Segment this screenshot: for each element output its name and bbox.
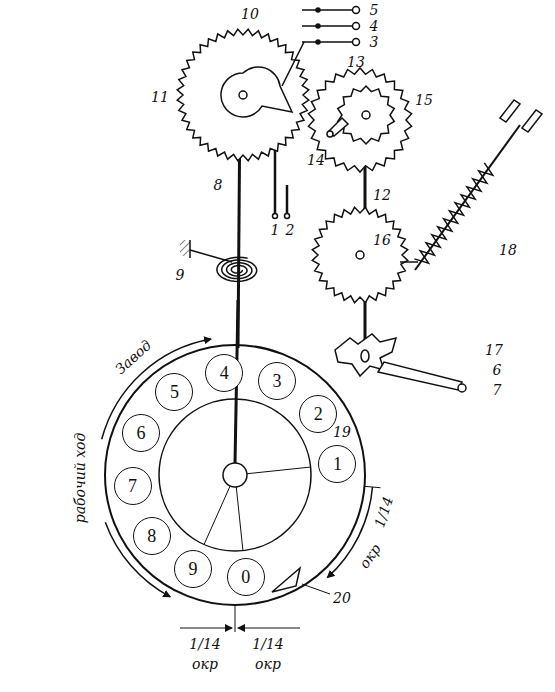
- cam-10: [221, 67, 292, 117]
- pawl-14: [328, 118, 348, 136]
- gear-hub: [356, 251, 364, 259]
- callout-number: 17: [485, 343, 503, 357]
- ratchet-15: [338, 86, 395, 144]
- pawl-pivot: [327, 131, 333, 137]
- contact-pin-2: [286, 185, 289, 215]
- wall-hatch: [180, 240, 190, 256]
- pin-end: [285, 214, 290, 219]
- governor-shaft: [415, 125, 520, 270]
- dial-digit: 4: [220, 364, 229, 382]
- dial-digit: 0: [241, 568, 250, 586]
- dial-digit: 8: [147, 527, 156, 545]
- dial-digit: 9: [189, 560, 198, 578]
- gear-11: [177, 29, 309, 161]
- finger-hole: 6: [122, 414, 160, 452]
- dial-inner: [159, 399, 311, 551]
- callout-number: 6: [493, 363, 502, 377]
- contact-point: [316, 8, 320, 12]
- callout-number: 13: [347, 55, 365, 69]
- contact-spring: [302, 9, 352, 11]
- callout-number: 12: [373, 188, 391, 202]
- cam-slot: [361, 350, 369, 362]
- finger-hole: 7: [114, 467, 152, 505]
- dial-digit: 2: [314, 405, 323, 423]
- lever-pivot: [458, 384, 466, 392]
- ratchet-hub: [362, 111, 370, 119]
- annotation: рабочий ход: [73, 433, 87, 524]
- annotation: окр: [192, 657, 218, 671]
- finger-hole: 2: [299, 395, 337, 433]
- callout-number: 11: [151, 90, 169, 104]
- callout-number: 1: [271, 223, 280, 237]
- pulse-lever: [378, 362, 462, 390]
- tick: [235, 605, 236, 632]
- contact-pin-1: [274, 150, 277, 215]
- callout-number: 19: [333, 425, 351, 439]
- callout-number: 9: [176, 268, 185, 282]
- leader-line: [302, 584, 330, 594]
- callout-number: 8: [214, 178, 223, 192]
- annotation: Завод: [113, 338, 154, 377]
- annotation: окр: [255, 657, 281, 671]
- dial-digit: 1: [333, 455, 342, 473]
- dial-radius-line: [236, 487, 243, 551]
- dial-radius-line: [204, 486, 230, 544]
- dial-digit: 5: [170, 383, 179, 401]
- contact-terminal: [353, 39, 360, 46]
- callout-number: 14: [307, 153, 325, 167]
- tick: [365, 486, 381, 487]
- annotation: окр: [357, 541, 383, 570]
- callout-number: 18: [499, 243, 517, 257]
- finger-hole: 8: [133, 517, 171, 555]
- finger-hole: 1: [318, 445, 356, 483]
- gear-16: [312, 207, 407, 302]
- callout-number: 3: [370, 35, 379, 49]
- governor-weights: [500, 100, 542, 132]
- callout-number: 15: [415, 93, 433, 107]
- finger-stop-20: [272, 568, 300, 592]
- callout-number: 7: [493, 383, 502, 397]
- annotation: 1/14: [189, 637, 220, 651]
- contact-point: [316, 40, 320, 44]
- annotation: 1/14: [252, 637, 283, 651]
- dial-digit: 3: [272, 372, 281, 390]
- finger-hole: 5: [155, 373, 193, 411]
- contact-terminal: [353, 7, 360, 14]
- dial-digit: 6: [136, 424, 145, 442]
- dial-outer-19: [105, 345, 365, 605]
- dial-hub: [223, 463, 247, 487]
- dial-digit: 7: [128, 477, 137, 495]
- callout-number: 10: [241, 7, 259, 21]
- annotation: 1/14: [372, 495, 395, 529]
- pin-end: [273, 214, 278, 219]
- callout-number: 16: [373, 233, 391, 247]
- contact-lever: [282, 42, 304, 86]
- callout-number: 5: [370, 3, 379, 17]
- wall-line: [189, 240, 191, 258]
- governor-coil: [414, 163, 492, 263]
- cam-hub: [239, 91, 247, 99]
- finger-hole: 3: [258, 362, 296, 400]
- finger-hole: 0: [227, 558, 265, 596]
- spiral-spring: [217, 257, 257, 281]
- worm-contact: [400, 261, 418, 263]
- callout-number: 2: [286, 223, 295, 237]
- callout-number: 20: [333, 591, 351, 605]
- contact-spring: [302, 25, 352, 27]
- finger-hole: 4: [205, 354, 243, 392]
- dimension-arrow: [180, 628, 232, 629]
- contact-terminal: [353, 23, 360, 30]
- dial-radius-line: [247, 467, 311, 474]
- dimension-arrow: [238, 628, 300, 629]
- contact-spring: [302, 41, 352, 43]
- callout-number: 4: [370, 19, 379, 33]
- finger-hole: 9: [174, 550, 212, 588]
- contact-point: [316, 24, 320, 28]
